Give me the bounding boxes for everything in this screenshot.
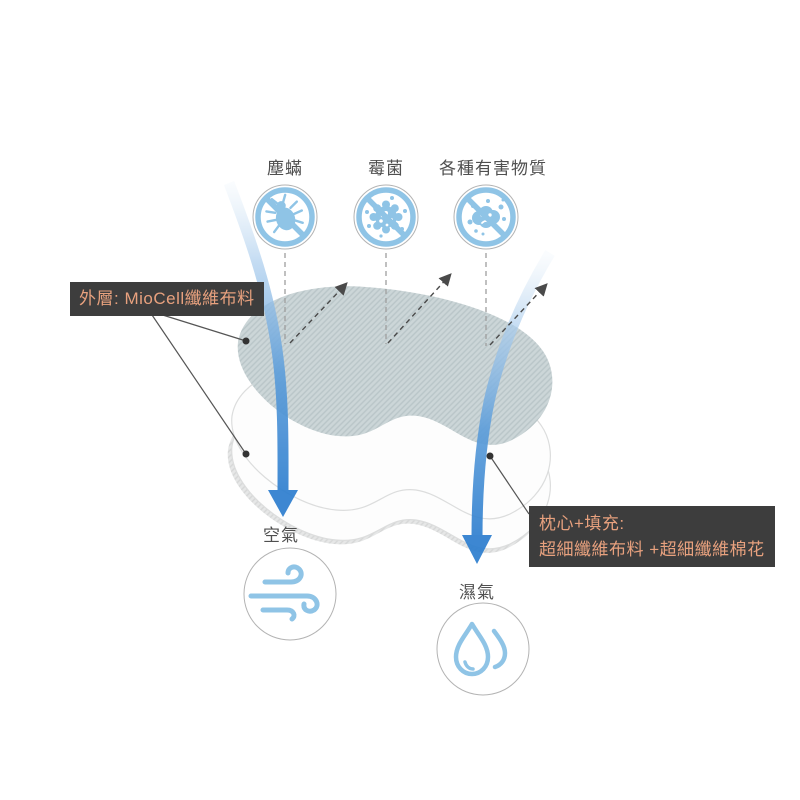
bounce-arrow <box>289 282 348 344</box>
outer-layer-callout: 外層: MioCell纖維布料 <box>70 282 264 316</box>
core-filling-callout: 枕心+填充: 超細纖維布料 +超細纖維棉花 <box>529 506 775 567</box>
moisture-arrow-right <box>462 250 555 564</box>
mold-label: 霉菌 <box>368 159 404 178</box>
outer-layer-callout-text: 外層: MioCell纖維布料 <box>79 289 255 308</box>
wind-icon <box>243 547 337 641</box>
harmful-substances-icon <box>453 184 519 250</box>
airflow-arrow-left <box>223 181 298 517</box>
core-filling-callout-line1: 枕心+填充: <box>539 514 625 533</box>
bounce-arrow <box>489 283 548 346</box>
layer-marker-dot <box>242 337 250 345</box>
dust-mite-label: 塵蟎 <box>267 159 303 178</box>
layer-marker-dot <box>242 450 250 458</box>
mold-icon <box>353 184 419 250</box>
air-label: 空氣 <box>263 526 299 545</box>
pillow-top-layer <box>237 286 553 445</box>
harmful-substances-label: 各種有害物質 <box>439 159 547 178</box>
callout-leader-line <box>152 311 247 342</box>
moisture-label: 濕氣 <box>459 583 495 602</box>
layer-marker-dot <box>486 452 494 460</box>
water-drop-icon <box>436 602 530 696</box>
bounce-arrow <box>387 273 452 344</box>
dust-mite-icon <box>252 184 318 250</box>
callout-leader-line <box>149 311 247 455</box>
core-filling-callout-line2: 超細纖維布料 +超細纖維棉花 <box>539 539 765 559</box>
callout-leader-line <box>489 455 530 515</box>
